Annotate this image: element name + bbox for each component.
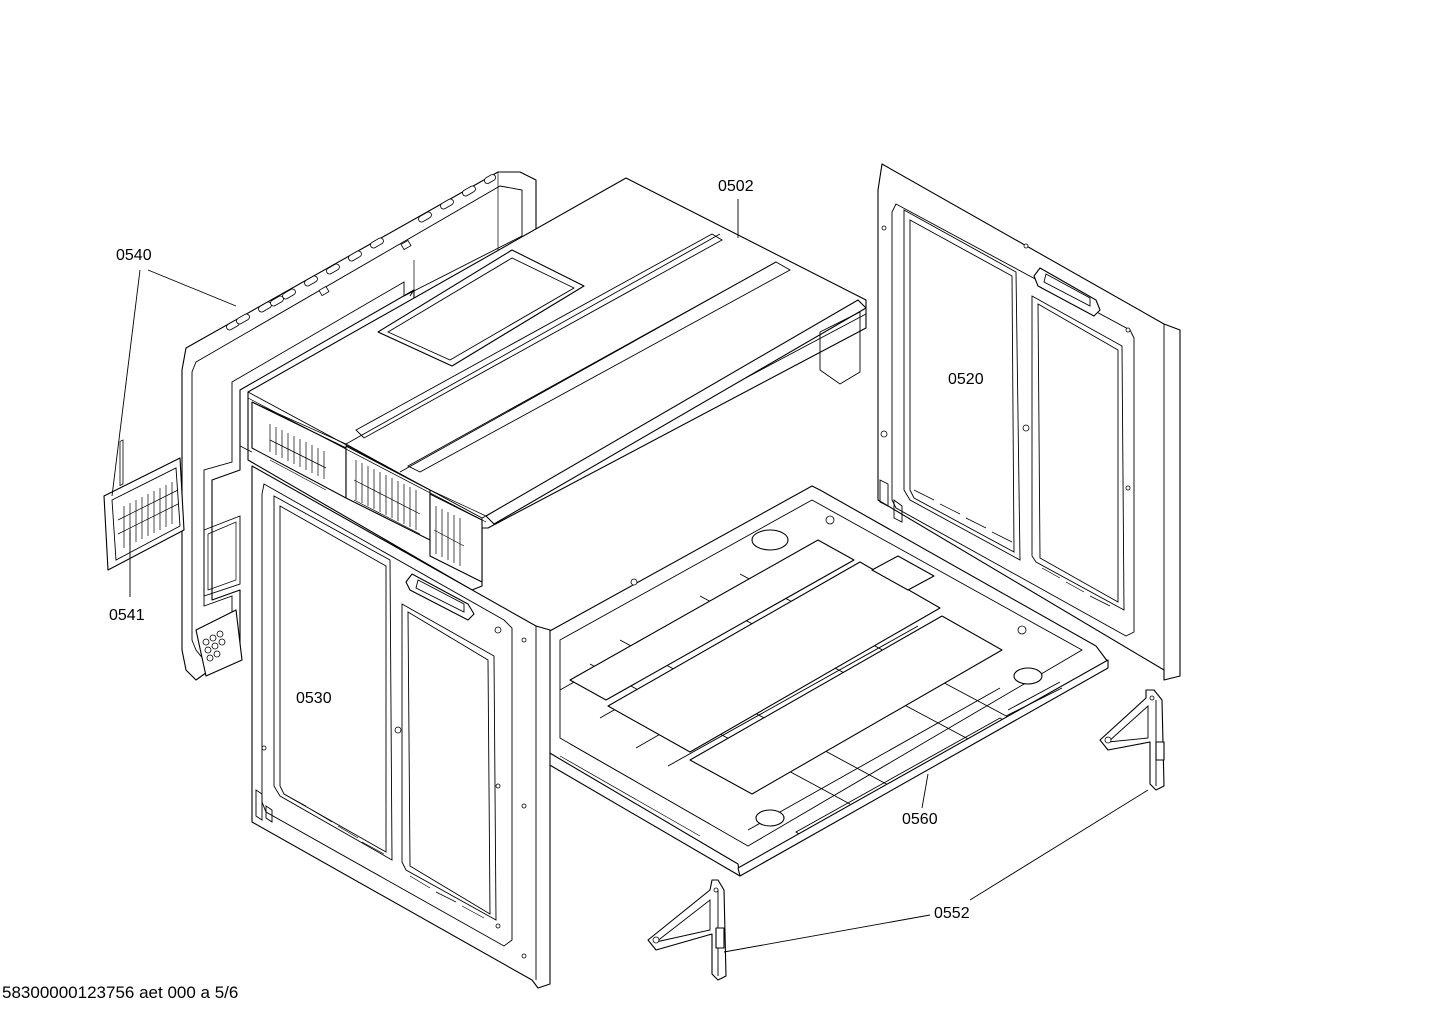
label-0520: 0520 xyxy=(948,371,984,388)
part-0552-bracket-right[interactable] xyxy=(1099,689,1165,791)
part-0552-bracket-left[interactable] xyxy=(647,879,727,981)
part-0560-bottom-tray[interactable] xyxy=(547,485,1109,877)
right-panel-slots xyxy=(880,225,1131,607)
leader-lines xyxy=(111,199,1149,953)
rear-frame-cutout xyxy=(203,515,241,597)
label-0541: 0541 xyxy=(109,607,145,624)
part-0502-top-cover[interactable] xyxy=(239,177,867,591)
vent-cover-slots xyxy=(119,439,124,487)
part-0520-right-side-panel[interactable] xyxy=(877,163,1181,681)
label-0502: 0502 xyxy=(718,178,754,195)
rear-frame-vent-slots xyxy=(226,174,496,331)
label-0540: 0540 xyxy=(116,247,152,264)
label-0552: 0552 xyxy=(934,905,970,922)
label-0530: 0530 xyxy=(296,690,332,707)
part-0541-vent-cover[interactable] xyxy=(103,439,185,571)
label-0560: 0560 xyxy=(902,811,938,828)
rear-frame-fan-grille xyxy=(195,609,243,677)
part-0530-left-side-panel[interactable] xyxy=(251,465,551,989)
diagram-footer-id: 58300000123756 aet 000 a 5/6 xyxy=(2,983,238,1002)
part-0540-rear-frame[interactable] xyxy=(181,171,537,681)
part-labels: 0540 0541 0502 0520 0530 0560 0552 xyxy=(109,178,984,922)
top-cover-vent-grilles xyxy=(269,424,465,566)
left-panel-slots xyxy=(261,626,527,959)
